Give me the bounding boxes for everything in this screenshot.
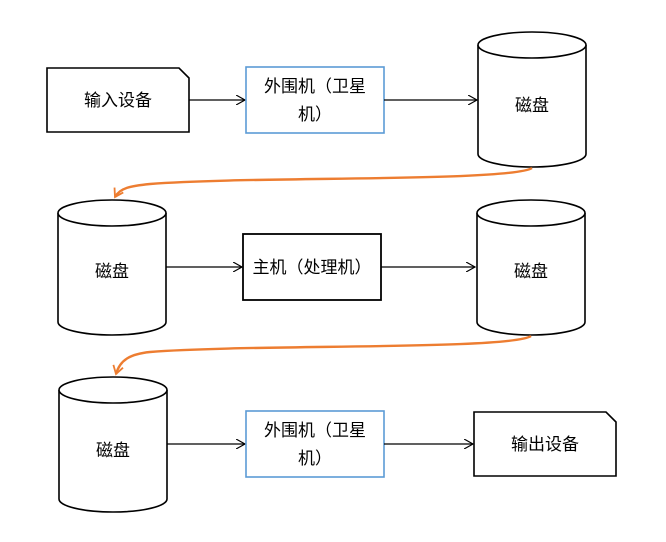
transfer-curve-1 <box>113 166 533 199</box>
disk-4-label: 磁盘 <box>96 441 130 460</box>
disk-node-1: 磁盘 <box>477 31 587 168</box>
output-device-node: 输出设备 <box>473 411 617 477</box>
peripheral-1-label-line2: 机） <box>298 105 332 124</box>
disk-node-2: 磁盘 <box>57 199 167 336</box>
input-device-node: 输入设备 <box>46 67 190 133</box>
disk-node-4: 磁盘 <box>58 376 168 513</box>
host-label: 主机（处理机） <box>253 258 372 277</box>
output-device-label: 输出设备 <box>511 435 579 454</box>
disk-2-label: 磁盘 <box>95 262 129 281</box>
input-device-label: 输入设备 <box>84 91 152 110</box>
disk-3-label: 磁盘 <box>514 262 548 281</box>
host-node: 主机（处理机） <box>242 233 382 301</box>
peripheral-2-label-line1: 外围机（卫星 <box>264 421 366 440</box>
peripheral-2-label-line2: 机） <box>298 449 332 468</box>
peripheral-node-2: 外围机（卫星 机） <box>245 410 385 478</box>
disk-node-3: 磁盘 <box>476 199 586 336</box>
peripheral-1-label-line1: 外围机（卫星 <box>264 77 366 96</box>
disk-1-label: 磁盘 <box>515 96 549 115</box>
peripheral-node-1: 外围机（卫星 机） <box>245 66 385 134</box>
transfer-curve-2 <box>112 334 532 376</box>
